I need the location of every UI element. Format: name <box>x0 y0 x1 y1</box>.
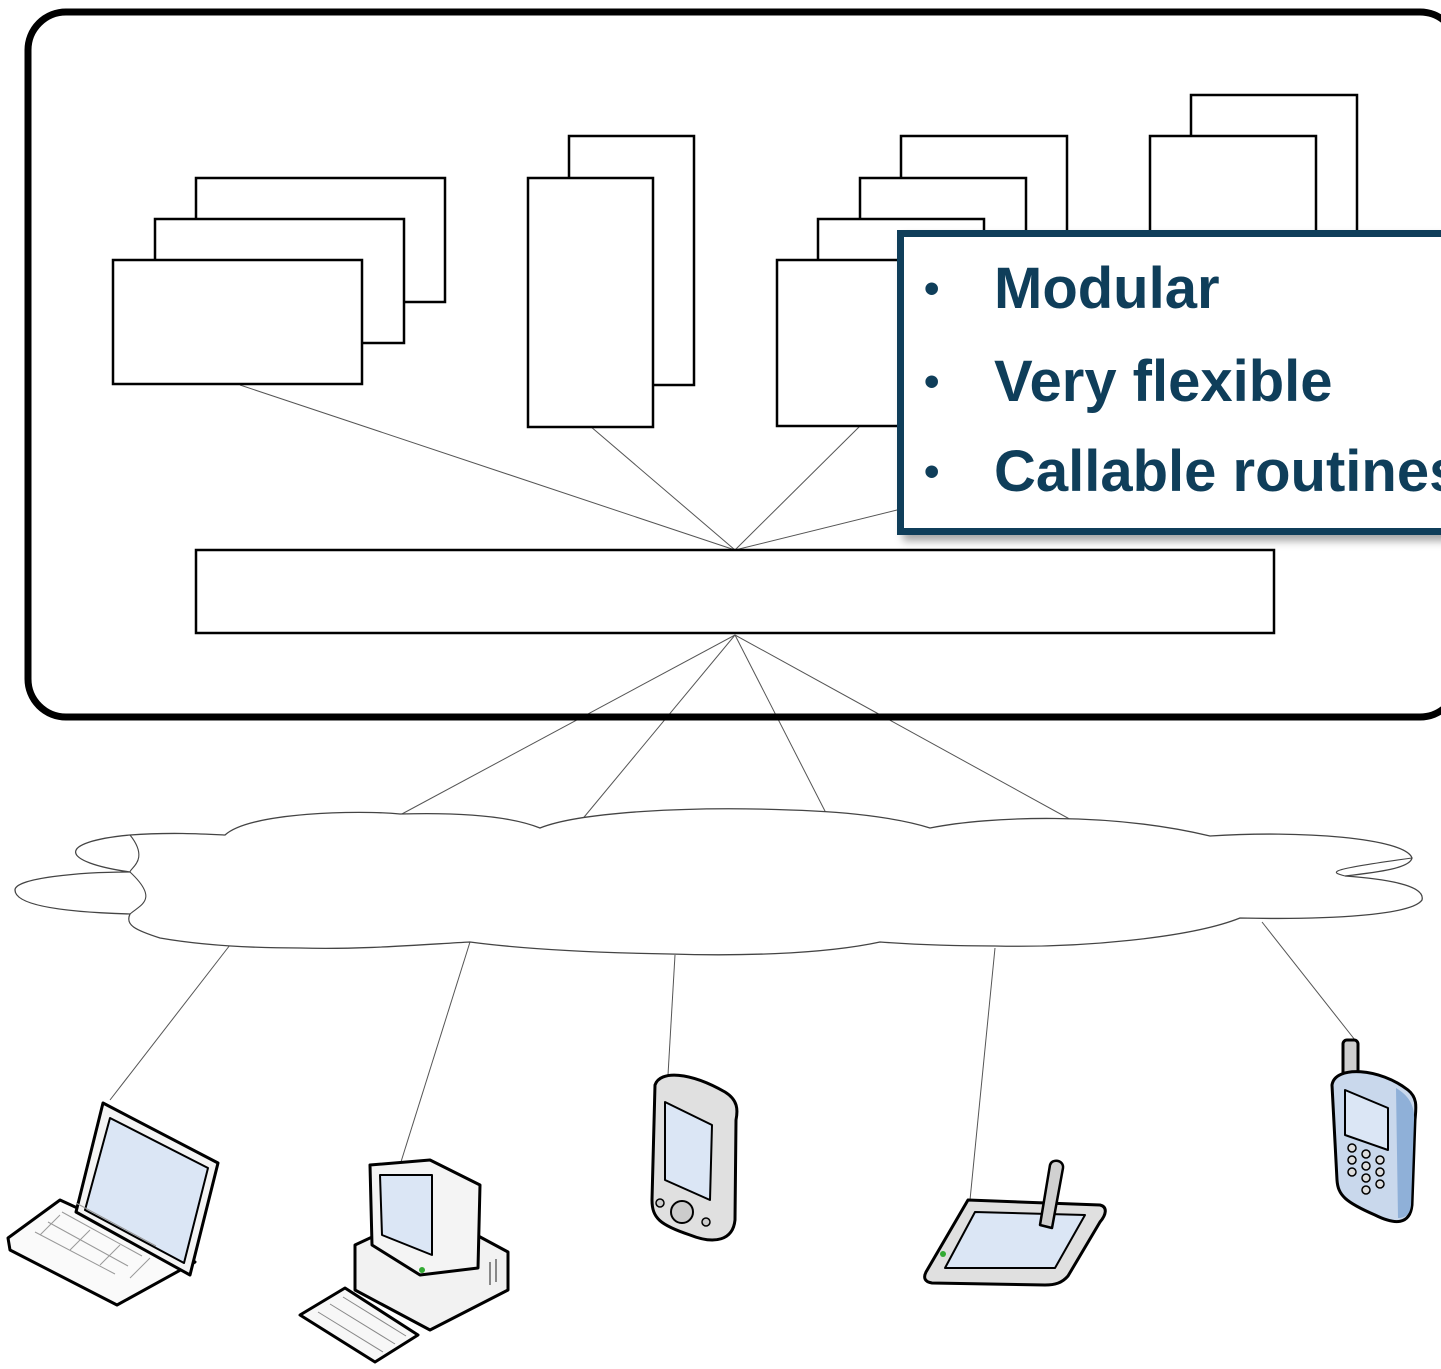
tablet-icon <box>923 1159 1107 1287</box>
bus-to-network-connectors <box>399 634 1076 823</box>
cloud-inner-arcs <box>129 834 1413 915</box>
module-stack-2 <box>526 134 696 429</box>
service-bus <box>194 548 1276 635</box>
bullet-icon: • <box>924 357 940 406</box>
server-frame <box>24 8 1441 721</box>
features-callout: • Modular • Very flexible • Callable rou… <box>897 230 1441 535</box>
pda-icon <box>650 1073 739 1242</box>
feature-label: Very flexible <box>994 349 1333 414</box>
network-cloud <box>14 808 1423 956</box>
desktop-computer-icon <box>298 1158 510 1364</box>
bullet-icon: • <box>924 447 940 496</box>
module-stack-1 <box>111 176 447 386</box>
laptop-icon <box>6 1101 220 1307</box>
module-connectors <box>239 384 906 551</box>
feature-label: Modular <box>994 256 1220 321</box>
bullet-icon: • <box>924 264 940 313</box>
cell-phone-icon <box>1330 1038 1418 1224</box>
feature-label: Callable routines <box>994 439 1441 504</box>
network-to-device-connectors <box>109 921 1356 1201</box>
